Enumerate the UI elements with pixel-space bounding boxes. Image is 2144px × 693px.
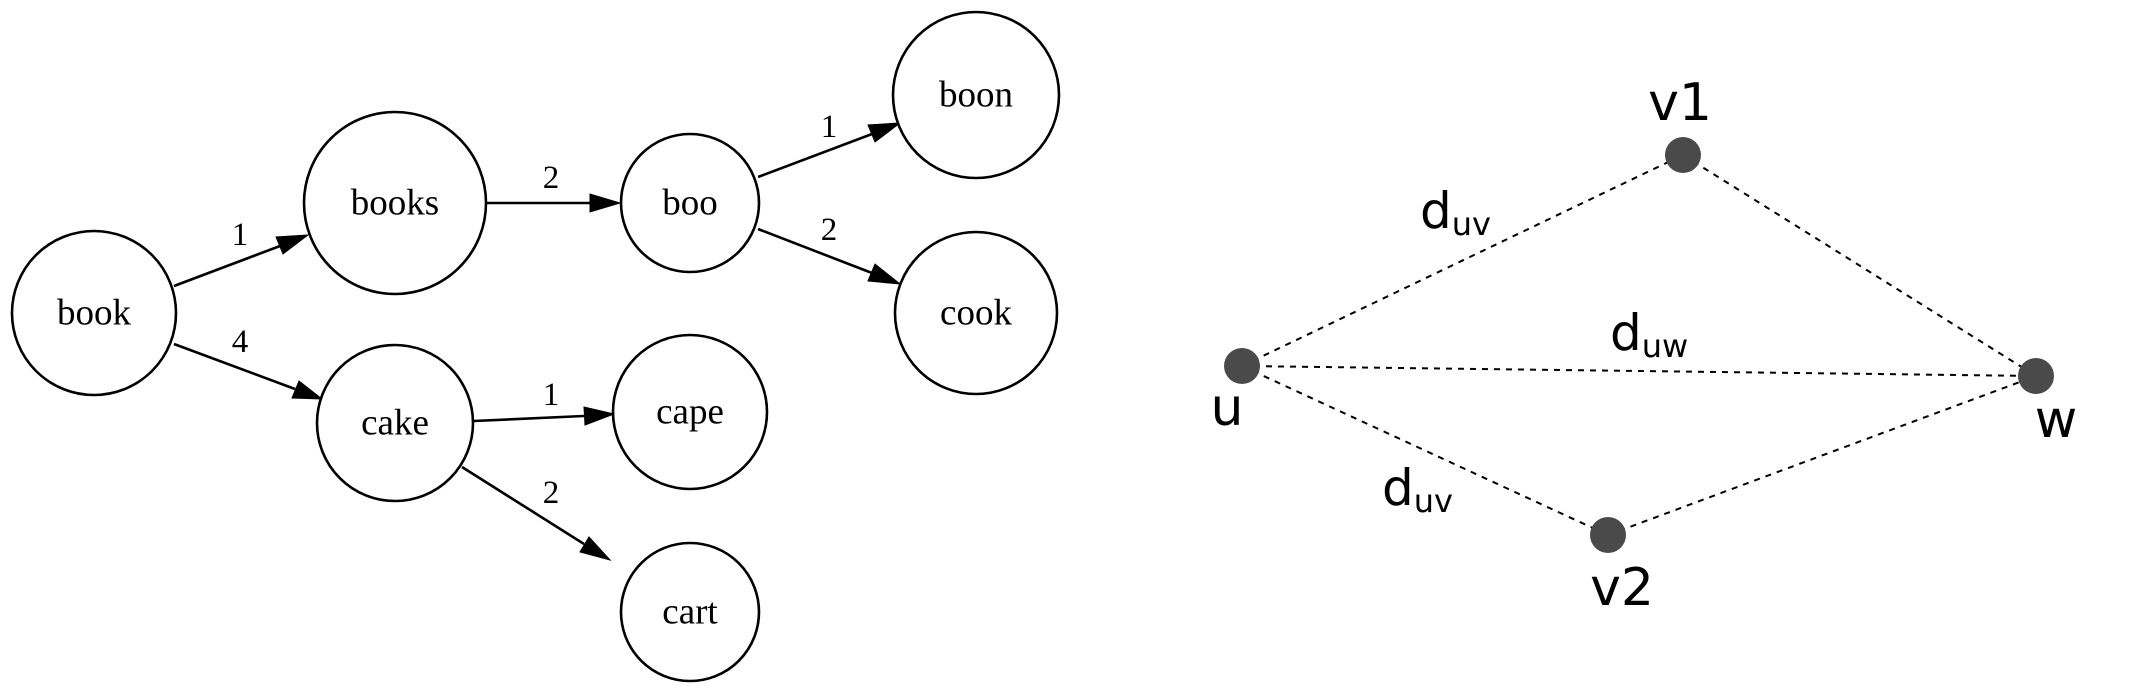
- edge-weight: 1: [543, 377, 560, 413]
- edge-boo-cook: 2: [757, 212, 902, 285]
- trie-graph: 1 4 2 1 2: [10, 10, 1061, 683]
- point-w-dot: [2018, 358, 2054, 394]
- node-label: boo: [662, 183, 718, 224]
- point-v2-dot: [1590, 517, 1626, 553]
- edge-weight: 2: [821, 212, 838, 248]
- node-label: cart: [662, 592, 718, 633]
- node-label: cake: [361, 403, 429, 444]
- node-label: cape: [656, 392, 724, 433]
- point-v1-label: v1: [1648, 73, 1712, 133]
- triangle-diagram: u v1 v2 w duv duw duv: [1211, 73, 2078, 618]
- graph-edges: 1 4 2 1 2: [173, 109, 902, 561]
- line-u-w: [1241, 365, 2037, 377]
- distance-main: d: [1382, 459, 1414, 517]
- edge-weight: 1: [232, 217, 249, 253]
- distance-labels: duv duw duv: [1382, 182, 1688, 520]
- node-book: book: [10, 229, 178, 397]
- point-v2: v2: [1590, 517, 1654, 618]
- distance-subscript: uv: [1452, 205, 1491, 243]
- line-u-v1: [1241, 154, 1684, 367]
- node-cook: cook: [893, 230, 1059, 396]
- point-v2-label: v2: [1590, 558, 1654, 618]
- line-v2-w: [1607, 375, 2037, 536]
- point-u-label: u: [1211, 378, 1244, 438]
- edge-weight: 1: [821, 109, 838, 145]
- edge-boo-boon: 1: [757, 109, 902, 179]
- node-label: boon: [939, 75, 1013, 116]
- point-u: u: [1211, 348, 1260, 438]
- node-boon: boon: [891, 10, 1061, 180]
- edge-weight: 2: [543, 160, 560, 196]
- point-v1: v1: [1648, 73, 1712, 173]
- point-w: w: [2018, 358, 2077, 450]
- line-v1-w: [1682, 154, 2037, 377]
- point-w-label: w: [2035, 390, 2078, 450]
- points: u v1 v2 w: [1211, 73, 2078, 618]
- distance-main: d: [1420, 182, 1452, 240]
- graph-nodes: book books boo boon cook cake: [10, 10, 1061, 683]
- point-u-dot: [1224, 348, 1260, 384]
- edge-weight: 4: [232, 324, 249, 360]
- node-label: books: [351, 183, 439, 224]
- node-cake: cake: [315, 343, 475, 503]
- node-cart: cart: [619, 541, 761, 683]
- distance-label-duv-top: duv: [1420, 182, 1491, 243]
- dashed-connections: [1241, 154, 2037, 536]
- node-boo: boo: [619, 132, 761, 274]
- edge-book-cake: 4: [173, 324, 324, 400]
- distance-subscript: uw: [1642, 327, 1688, 365]
- distance-label-duv-bottom: duv: [1382, 459, 1453, 520]
- edge-weight: 2: [543, 475, 560, 511]
- node-label: book: [57, 293, 132, 334]
- edge-book-books: 1: [173, 217, 310, 288]
- edge-books-boo: 2: [487, 160, 622, 213]
- edge-cake-cape: 1: [473, 377, 616, 426]
- distance-label-duw: duw: [1610, 304, 1688, 365]
- distance-main: d: [1610, 304, 1642, 362]
- node-label: cook: [940, 293, 1012, 334]
- node-books: books: [302, 110, 488, 296]
- edge-cake-cart: 2: [461, 465, 612, 561]
- distance-subscript: uv: [1414, 482, 1453, 520]
- point-v1-dot: [1665, 137, 1701, 173]
- node-cape: cape: [611, 333, 769, 491]
